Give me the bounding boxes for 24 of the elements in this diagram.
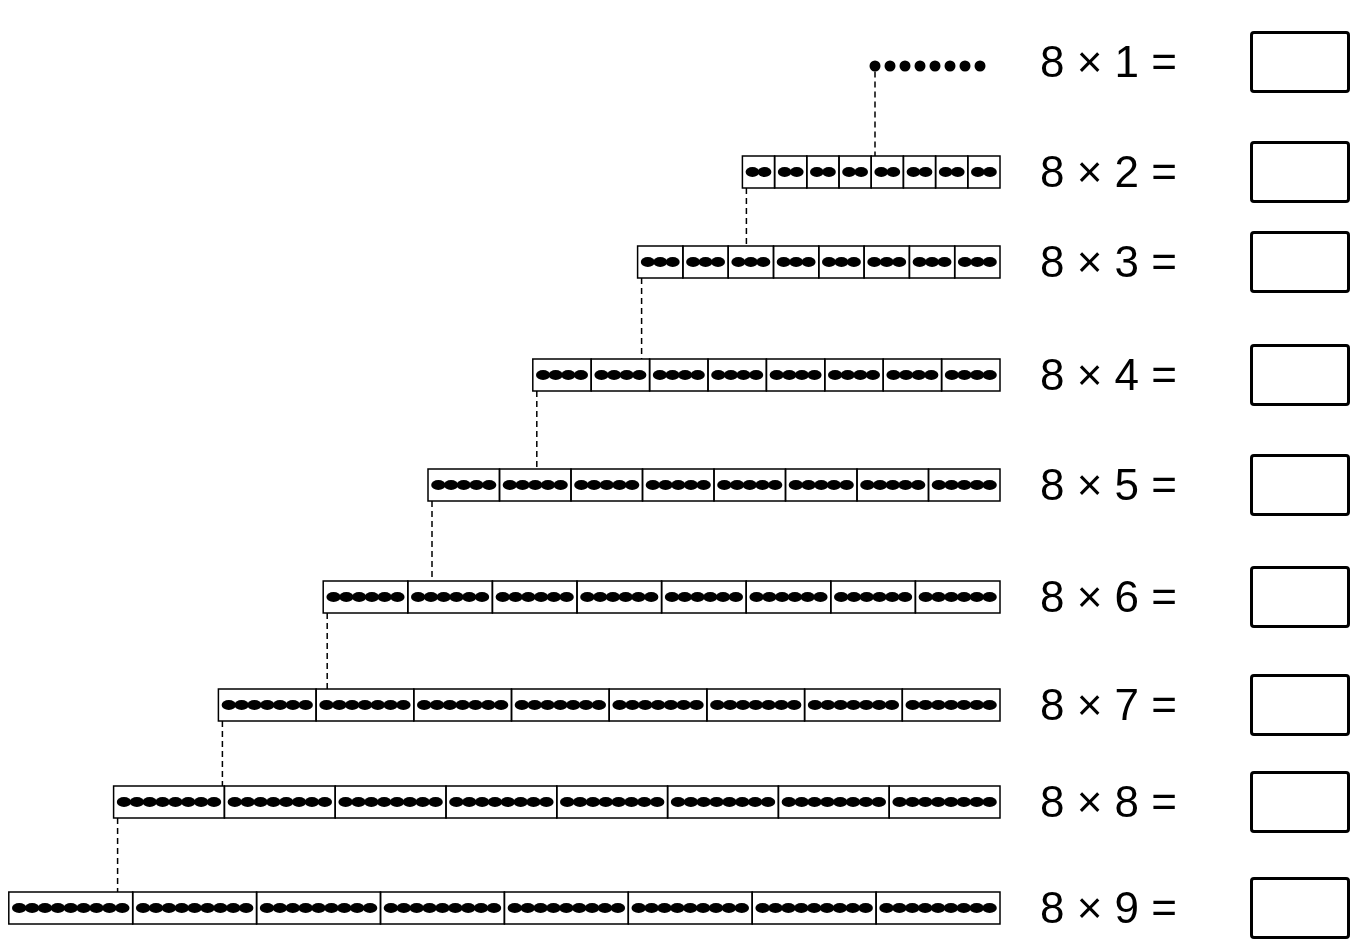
bead-bar-drawing [112, 785, 1001, 819]
equation-text: 8 × 3 = [1040, 237, 1177, 287]
bead-row-drawing [869, 60, 986, 72]
equation-text: 8 × 5 = [1040, 460, 1177, 510]
bead-bar-drawing [741, 155, 1001, 189]
equation-text: 8 × 7 = [1040, 680, 1177, 730]
bead-bar-drawing [217, 688, 1001, 722]
bead-bar-drawing [322, 580, 1001, 614]
bead-bar-drawing [532, 358, 1001, 392]
connector-line [874, 70, 876, 157]
connector-line [116, 817, 119, 893]
equation-text: 8 × 2 = [1040, 147, 1177, 197]
bead-bar-drawing [8, 891, 1001, 925]
connector-line [326, 612, 328, 690]
equation-text: 8 × 8 = [1040, 777, 1177, 827]
connector-line [745, 187, 748, 247]
equation-text: 8 × 9 = [1040, 883, 1177, 933]
connector-line [536, 390, 538, 470]
equation-text: 8 × 1 = [1040, 37, 1177, 87]
equation-text: 8 × 6 = [1040, 572, 1177, 622]
bead-bar-drawing [636, 245, 1001, 279]
connector-line [221, 720, 224, 787]
bead-bar-drawing [427, 468, 1001, 502]
equation-text: 8 × 4 = [1040, 350, 1177, 400]
